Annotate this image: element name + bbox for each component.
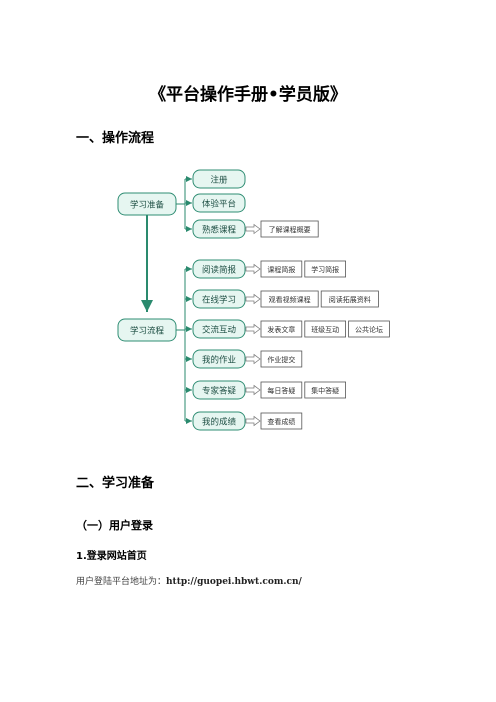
learn-node-4 [192,380,246,400]
prep-node-1-label: 体验平台 [202,199,236,210]
learn-node-0 [192,259,246,279]
learn-subarrow-1 [245,293,261,305]
learn-sub-0-1-label: 学习简报 [311,265,339,274]
learn-subarrow-5 [245,415,261,427]
section-heading-learning-prep: 二、学习准备 [76,476,155,491]
login-address-label: 用户登陆平台地址为： [76,577,167,587]
learn-node-0-label: 阅读简报 [202,265,237,276]
learn-node-5 [192,411,246,431]
learn-node-3 [192,349,246,369]
learn-sub-3-0-label: 作业提交 [267,355,295,364]
learn-sub-5-0-label: 查看成绩 [267,417,295,426]
learn-sub-2-1-label: 班级互动 [311,325,339,334]
root-node-prep-label: 学习准备 [130,200,165,211]
prep-sub-2-0-label: 了解课程概要 [269,225,311,234]
learn-sub-2-1 [304,320,346,338]
learn-node-2 [192,319,246,339]
prep-node-2 [192,219,246,239]
learn-sub-4-1 [304,381,346,399]
prep-sub-2-0 [260,220,319,238]
subsection-heading-user-login: （一）用户登录 [76,519,153,532]
learn-sub-2-2-label: 公共论坛 [355,325,383,334]
learn-node-5-label: 我的成绩 [202,417,237,428]
prep-node-2-label: 熟悉课程 [202,225,237,236]
learn-sub-1-0-label: 观看视频课程 [269,295,311,304]
learn-sub-0-1 [304,260,346,278]
learn-subarrow-0 [245,263,261,275]
learn-sub-1-0 [260,290,319,308]
learn-sub-2-0 [260,320,303,338]
document-title: 《平台操作手册•学员版》 [149,85,347,105]
learn-sub-3-0 [260,350,303,368]
learn-sub-4-1-label: 集中答疑 [311,386,339,395]
section-heading-operation-flow: 一、操作流程 [76,131,155,146]
login-url-link[interactable]: http://guopei.hbwt.com.cn/ [166,577,302,587]
learn-sub-1-1 [320,290,379,308]
learn-sub-4-0-label: 每日答疑 [267,386,295,395]
prep-subarrow-2 [245,223,261,235]
learn-subarrow-2 [245,323,261,335]
step-heading-login-homepage: 1.登录网站首页 [76,551,147,562]
prep-node-1 [192,193,246,213]
learn-sub-2-0-label: 发表文章 [267,325,295,334]
learn-sub-1-1-label: 阅读拓展资料 [329,295,371,304]
prep-node-0-label: 注册 [210,175,228,186]
learn-node-3-label: 我的作业 [202,355,236,366]
learn-node-2-label: 交流互动 [202,325,237,336]
learn-sub-0-0 [260,260,303,278]
learn-sub-5-0 [260,412,303,430]
learn-sub-0-0-label: 课程简报 [267,265,295,274]
learn-sub-2-2 [348,320,390,338]
prep-node-0 [192,169,246,189]
learn-subarrow-3 [245,353,261,365]
login-address-paragraph: 用户登陆平台地址为：http://guopei.hbwt.com.cn/ [76,574,302,587]
learn-node-1 [192,289,246,309]
root-node-learn-label: 学习流程 [130,326,165,337]
learn-sub-4-0 [260,381,303,399]
learn-subarrow-4 [245,384,261,396]
learn-node-1-label: 在线学习 [202,295,236,306]
learn-node-4-label: 专家答疑 [202,386,237,397]
